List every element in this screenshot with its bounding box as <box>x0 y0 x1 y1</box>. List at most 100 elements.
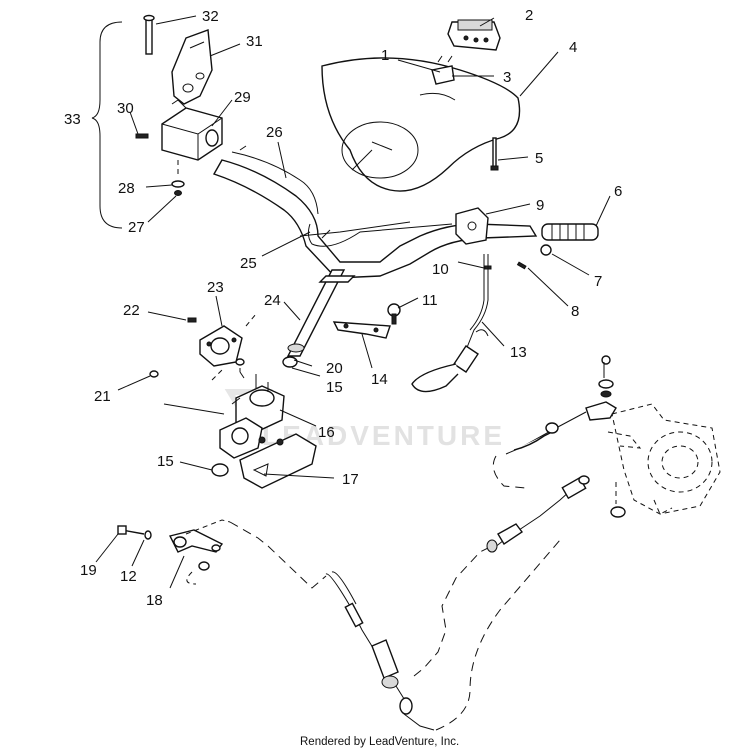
part-washer <box>235 358 245 366</box>
leader-4 <box>519 51 559 97</box>
leader-24 <box>283 301 301 321</box>
part-4-hood-pad <box>321 57 521 192</box>
leader-13 <box>481 321 505 347</box>
leader-32 <box>155 15 197 25</box>
callout-1: 1 <box>381 47 389 64</box>
part-lower-nut <box>610 482 626 518</box>
part-15-lower-bushing <box>211 463 229 477</box>
part-carburetor-outline <box>607 403 721 515</box>
part-12-washer <box>144 530 152 540</box>
callout-19: 19 <box>80 562 97 579</box>
part-7-plug <box>540 244 552 256</box>
callout-14: 14 <box>371 371 388 388</box>
cable-route-dashed-1 <box>229 521 327 589</box>
part-23-bearing-flange <box>199 325 243 367</box>
part-31-bracket <box>171 29 213 105</box>
part-27-nut <box>174 190 182 196</box>
part-25-cable <box>307 223 453 247</box>
part-cable-end <box>486 475 590 553</box>
leader-15a <box>291 367 321 377</box>
callout-10: 10 <box>432 261 449 278</box>
callout-7: 7 <box>594 273 602 290</box>
leader-9 <box>485 203 531 215</box>
leader-2 <box>479 17 495 27</box>
callout-24: 24 <box>264 292 281 309</box>
leader-25 <box>261 231 311 257</box>
render-credit: Rendered by LeadVenture, Inc. <box>300 736 459 748</box>
callout-3: 3 <box>503 69 511 86</box>
group-33-brace <box>91 21 123 229</box>
leader-21-path <box>163 403 225 415</box>
leader-20 <box>293 359 313 367</box>
leader-7 <box>551 253 590 276</box>
leader-8 <box>527 267 569 307</box>
cable-route-dashed-4 <box>435 539 561 731</box>
assembly-line-18 <box>185 519 231 535</box>
part-9-switch-housing <box>455 207 489 245</box>
callout-28: 28 <box>118 180 135 197</box>
part-14-bracket <box>332 321 391 339</box>
callout-29: 29 <box>234 89 251 106</box>
part-23-washer <box>239 368 245 379</box>
leader-26 <box>277 141 287 179</box>
leader-16 <box>279 409 317 427</box>
callout-11: 11 <box>422 292 438 309</box>
callout-8: 8 <box>571 303 579 320</box>
leader-27 <box>147 195 177 223</box>
part-32-pin <box>143 14 155 55</box>
callout-5: 5 <box>535 150 543 167</box>
callout-15-lower: 15 <box>157 453 174 470</box>
assembly-line-23 <box>211 369 223 381</box>
callout-15-upper: 15 <box>326 379 343 396</box>
callout-13: 13 <box>510 344 527 361</box>
part-24-steering-column <box>286 269 356 357</box>
leader-29 <box>211 99 233 127</box>
callout-6: 6 <box>614 183 622 200</box>
callout-12: 12 <box>120 568 137 585</box>
leader-17 <box>263 473 335 479</box>
part-18-lever <box>168 529 224 553</box>
leader-22 <box>147 311 187 321</box>
callout-27: 27 <box>128 219 145 236</box>
leader-11 <box>397 297 419 309</box>
part-30-screw <box>135 133 149 139</box>
part-22-screw <box>187 317 197 323</box>
part-28-washer <box>171 180 185 188</box>
callout-20: 20 <box>326 360 343 377</box>
leader-30 <box>129 111 139 135</box>
callout-9: 9 <box>536 197 544 214</box>
part-19-bolt <box>117 525 145 535</box>
part-handlebar <box>212 159 538 279</box>
part-21-nut <box>149 370 159 378</box>
part-29-throttle-housing <box>161 99 223 161</box>
callout-26: 26 <box>266 124 283 141</box>
callout-numbers: 2 1 3 4 5 6 7 8 9 10 11 12 13 14 15 15 1… <box>64 7 622 609</box>
cable-route-dashed-5 <box>492 455 527 489</box>
callout-33: 33 <box>64 111 81 128</box>
part-3-bracket <box>431 55 455 85</box>
part-18-washer <box>198 561 210 571</box>
leader-12 <box>131 539 145 567</box>
callout-23: 23 <box>207 279 224 296</box>
callout-17: 17 <box>342 471 359 488</box>
leader-28 <box>145 184 173 188</box>
leader-10 <box>457 261 485 269</box>
part-16-housing <box>219 385 285 459</box>
callout-18: 18 <box>146 592 163 609</box>
part-5-screw <box>490 137 499 171</box>
leader-14 <box>361 333 373 369</box>
leader-6 <box>595 195 611 227</box>
cable-route-dashed-2 <box>186 571 197 585</box>
callout-4: 4 <box>569 39 577 56</box>
callout-22: 22 <box>123 302 140 319</box>
callout-25: 25 <box>240 255 257 272</box>
part-26-cable <box>231 145 319 215</box>
part-16-studs <box>255 374 269 392</box>
cable-route-dashed-3 <box>413 543 497 677</box>
part-11-fastener <box>387 303 401 325</box>
assembly-line-22 <box>245 313 257 327</box>
leader-5 <box>497 156 529 161</box>
leader-21 <box>117 375 151 391</box>
